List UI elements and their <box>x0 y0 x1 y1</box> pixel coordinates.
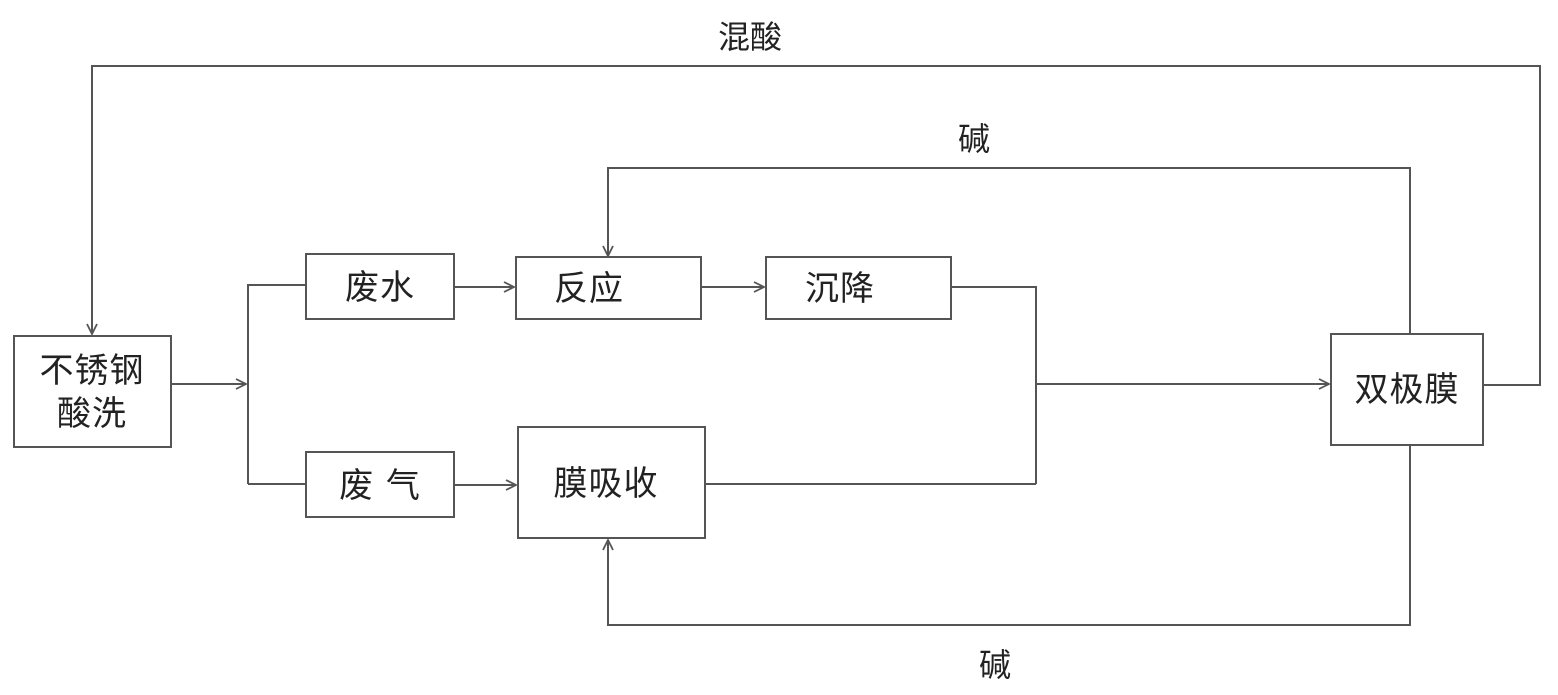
mixed-acid-return-line <box>92 65 1541 386</box>
waste-gas-box <box>305 451 455 518</box>
reaction-label: 反应 <box>554 269 624 309</box>
node-stainless-steel-pickling: 不锈钢 酸洗 <box>13 335 172 448</box>
node-bipolar-membrane: 双极膜 <box>1330 333 1484 446</box>
reaction-box <box>515 256 702 320</box>
sedimentation-label: 沉降 <box>805 269 875 309</box>
alkali-top-label: 碱 <box>958 120 990 158</box>
sedimentation-box <box>765 256 952 320</box>
wastewater-box <box>305 253 455 320</box>
stainless-steel-pickling-box <box>13 335 172 448</box>
bipolar-membrane-box <box>1330 333 1484 446</box>
membrane-absorption-box <box>517 426 706 539</box>
node-reaction: 反应 <box>515 256 702 320</box>
sedimentation-to-merge-line <box>951 286 1037 484</box>
membrane-absorption-label: 膜吸收 <box>554 464 659 504</box>
waste-gas-label: 废 气 <box>339 466 421 506</box>
node-wastewater: 废水 <box>305 253 455 320</box>
alkali-to-reaction-line <box>608 167 1411 334</box>
alkali-to-absorption-line <box>608 446 1411 626</box>
stainless-steel-pickling-label-line1: 不锈钢 <box>40 351 145 391</box>
connectors <box>92 65 1541 626</box>
wastewater-label: 废水 <box>345 268 415 308</box>
mixed-acid-label: 混酸 <box>718 18 782 56</box>
stainless-steel-pickling-label-line2: 酸洗 <box>57 394 127 434</box>
node-membrane-absorption: 膜吸收 <box>517 426 706 539</box>
node-sedimentation: 沉降 <box>765 256 952 320</box>
bipolar-membrane-label: 双极膜 <box>1355 370 1460 410</box>
node-waste-gas: 废 气 <box>305 451 455 518</box>
alkali-bottom-label: 碱 <box>979 646 1011 684</box>
